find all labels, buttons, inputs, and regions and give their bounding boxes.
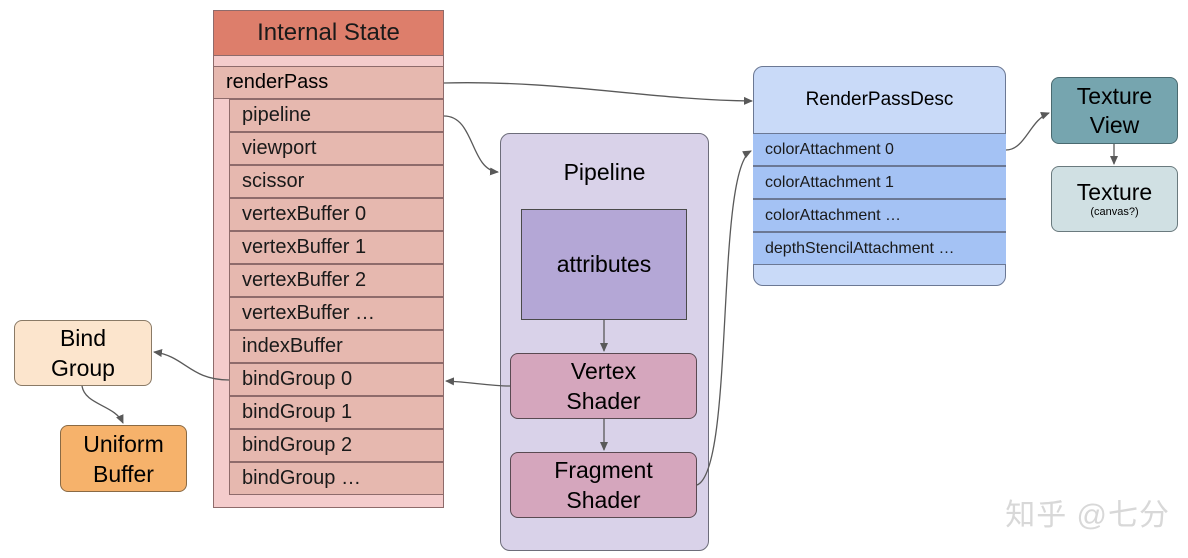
arrow-bindgroup-to-uniform [81, 385, 124, 424]
state-row-pipeline: pipeline [229, 99, 444, 132]
fragment-shader-label-line2: Shader [566, 487, 641, 513]
vertex-shader-label-line1: Vertex [570, 358, 637, 384]
pipeline-title: Pipeline [563, 158, 646, 185]
uniform-buffer-label-line1: Uniform [83, 430, 164, 457]
attributes-box: attributes [521, 209, 687, 320]
texture-view-box: Texture View [1051, 77, 1178, 144]
state-row-vertex-buffer-2: vertexBuffer 2 [229, 264, 444, 297]
arrow-bindgroup0-to-bindgroup-box [153, 349, 230, 381]
render-pass-desc-title: RenderPassDesc [805, 89, 954, 110]
state-row-bind-group-1: bindGroup 1 [229, 396, 444, 429]
fragment-shader-label-line1: Fragment [554, 457, 653, 483]
state-row-scissor: scissor [229, 165, 444, 198]
internal-state-title: Internal State [213, 10, 444, 56]
bind-group-label-line2: Group [51, 355, 115, 381]
texture-view-label-line2: View [1089, 111, 1140, 138]
texture-view-label-line1: Texture [1076, 82, 1153, 109]
color-attachment-0-row: colorAttachment 0 [753, 133, 1006, 166]
state-row-viewport: viewport [229, 132, 444, 165]
texture-sublabel: (canvas?) [1090, 206, 1139, 218]
state-row-index-buffer: indexBuffer [229, 330, 444, 363]
fragment-shader-box: Fragment Shader [510, 452, 697, 518]
arrow-vertex-to-bindgroup0 [445, 377, 511, 387]
uniform-buffer-box: Uniform Buffer [60, 425, 187, 492]
watermark: 知乎 @七分 [1005, 499, 1170, 532]
bind-group-box: Bind Group [14, 320, 152, 386]
state-row-bind-group-2: bindGroup 2 [229, 429, 444, 462]
arrow-color-attachment-to-texture-view [1005, 112, 1050, 151]
bind-group-label-line1: Bind [59, 325, 107, 351]
arrow-renderpass-to-desc [443, 82, 753, 105]
state-row-vertex-buffer-n: vertexBuffer … [229, 297, 444, 330]
uniform-buffer-label-line2: Buffer [93, 460, 154, 487]
vertex-shader-box: Vertex Shader [510, 353, 697, 419]
state-row-bind-group-n: bindGroup … [229, 462, 444, 495]
texture-box: Texture (canvas?) [1051, 166, 1178, 232]
color-attachment-n-row: colorAttachment … [753, 199, 1006, 232]
arrow-pipeline-to-pipeline-box [443, 115, 499, 176]
texture-label: Texture [1076, 179, 1153, 205]
arrow-fragment-to-color-attachment [696, 150, 752, 486]
state-row-bind-group-0: bindGroup 0 [229, 363, 444, 396]
state-row-vertex-buffer-0: vertexBuffer 0 [229, 198, 444, 231]
state-row-vertex-buffer-1: vertexBuffer 1 [229, 231, 444, 264]
vertex-shader-label-line2: Shader [566, 388, 641, 414]
render-pass-row: renderPass [213, 66, 444, 99]
color-attachment-1-row: colorAttachment 1 [753, 166, 1006, 199]
depth-stencil-attachment-row: depthStencilAttachment … [753, 232, 1006, 265]
